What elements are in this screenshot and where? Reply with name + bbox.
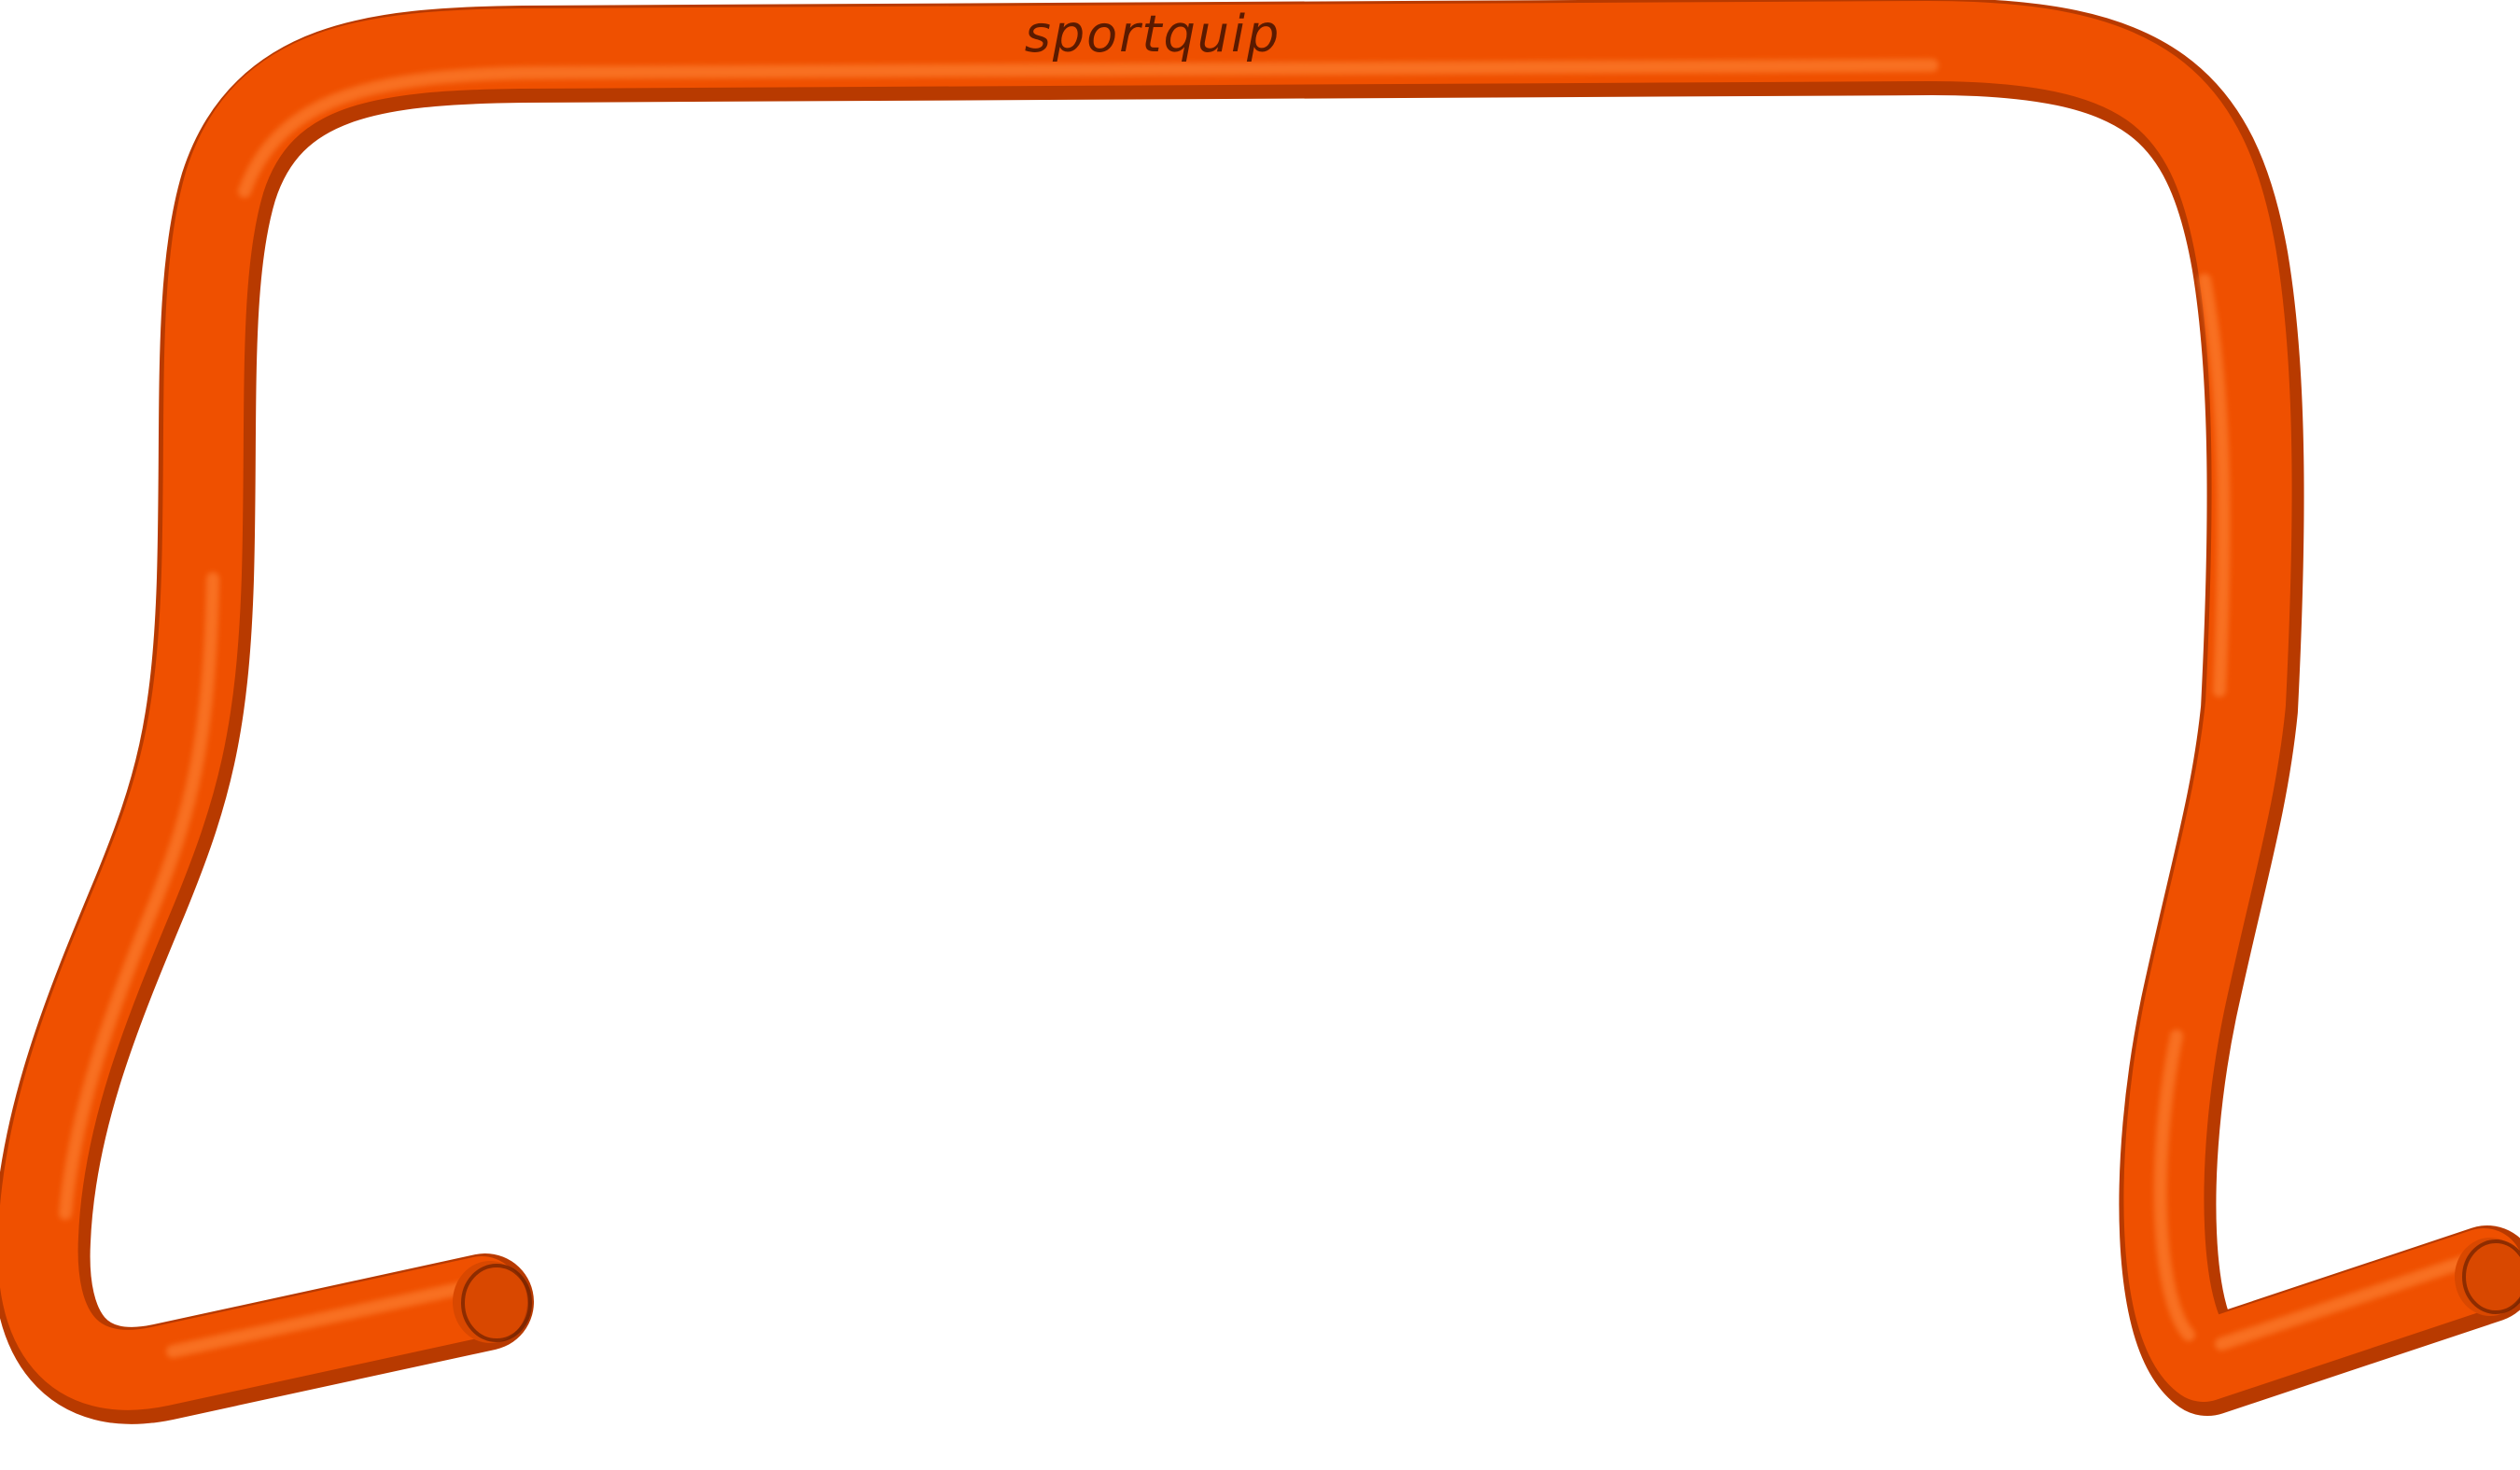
right-foot-cap-rim (2462, 1239, 2520, 1314)
left-foot-cap-rim (461, 1264, 532, 1342)
hurdle-body (0, 0, 2520, 1424)
hurdle-tube-shadow (0, 0, 2520, 1424)
brand-label: sportquip (1025, 5, 1281, 63)
left-foot-cap (453, 1261, 527, 1343)
hurdle-tube-highlight (59, 59, 2471, 1358)
hurdle-tube (0, 1, 2520, 1410)
